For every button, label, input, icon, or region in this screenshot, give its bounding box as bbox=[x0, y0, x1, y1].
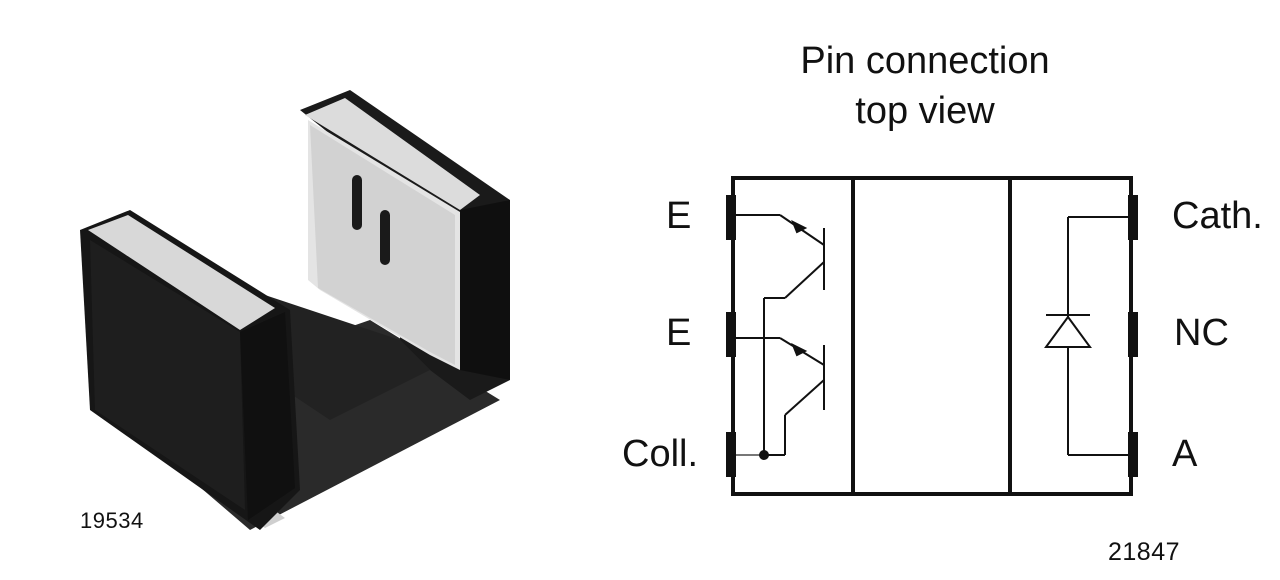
led-diode-symbol bbox=[1044, 216, 1128, 456]
product-photo bbox=[70, 80, 530, 540]
pin-label-collector: Coll. bbox=[622, 433, 699, 475]
pin-label-cathode: Cath. bbox=[1172, 195, 1263, 237]
pin-label-anode: A bbox=[1172, 433, 1198, 475]
diagram-figure-id: 21847 bbox=[1108, 538, 1181, 566]
slotted-sensor-illustration bbox=[80, 90, 510, 530]
diagram-subtitle: top view bbox=[855, 90, 995, 132]
pin-label-emitter-1: E bbox=[666, 195, 692, 237]
pin-label-nc: NC bbox=[1174, 312, 1229, 354]
phototransistor-symbol bbox=[736, 214, 825, 460]
pin-tabs bbox=[726, 195, 1138, 477]
photo-figure-id: 19534 bbox=[80, 508, 144, 533]
pin-label-emitter-2: E bbox=[666, 312, 692, 354]
diagram-title: Pin connection bbox=[800, 40, 1050, 82]
